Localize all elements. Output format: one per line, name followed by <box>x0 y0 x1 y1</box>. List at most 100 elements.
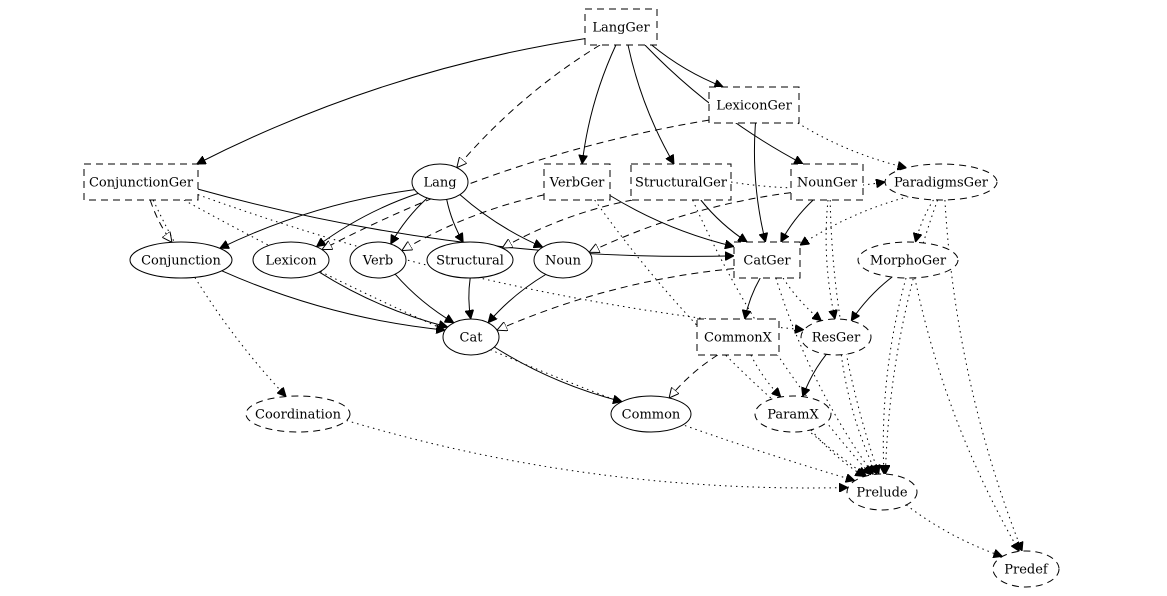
node-label-noun: Noun <box>545 254 582 269</box>
node-label-structural: Structural <box>436 254 504 269</box>
node-shape-morpho-ger <box>857 241 959 279</box>
edge-noun-ger-to-noun <box>589 192 792 253</box>
node-label-coordination: Coordination <box>255 408 342 423</box>
node-verb: Verb <box>349 241 407 279</box>
node-label-common: Common <box>622 408 681 423</box>
edge-conjunction-ger-to-prelude <box>183 199 855 481</box>
node-shape-common-x <box>696 318 780 356</box>
node-shape-conjunction-ger <box>83 163 199 201</box>
edge-structural-to-cat <box>469 277 471 319</box>
edge-lang-ger-to-lang <box>457 44 601 168</box>
edge-noun-to-cat <box>488 274 546 323</box>
node-shape-param-x <box>754 395 832 433</box>
edge-morpho-ger-to-predef <box>914 277 1020 552</box>
node-structural: Structural <box>426 241 514 279</box>
node-common: Common <box>610 395 692 433</box>
edge-lang-to-noun <box>459 194 543 248</box>
node-label-param-x: ParamX <box>767 408 819 423</box>
edge-lexicon-to-cat <box>318 271 448 327</box>
node-shape-noun <box>533 241 593 279</box>
node-lexicon-ger: LexiconGer <box>708 86 800 124</box>
node-conjunction: Conjunction <box>129 241 233 279</box>
edge-paradigms-ger-to-predef <box>944 199 1022 551</box>
node-label-res-ger: ResGer <box>812 331 861 346</box>
node-label-conjunction-ger: ConjunctionGer <box>89 176 194 191</box>
node-label-structural-ger: StructuralGer <box>635 176 728 191</box>
node-label-noun-ger: NounGer <box>797 176 858 191</box>
edge-conjunction-ger-to-coordination <box>152 199 286 397</box>
edge-lang-to-conjunction <box>220 189 415 249</box>
node-label-verb-ger: VerbGer <box>549 176 606 191</box>
node-verb-ger: VerbGer <box>543 163 611 201</box>
node-predef: Predef <box>992 550 1060 588</box>
edge-verb-ger-to-verb <box>402 194 545 251</box>
edge-param-x-to-prelude <box>810 429 864 477</box>
node-shape-verb-ger <box>543 163 611 201</box>
edge-morpho-ger-to-res-ger <box>851 276 893 321</box>
node-shape-predef <box>992 550 1060 588</box>
node-morpho-ger: MorphoGer <box>857 241 959 279</box>
edge-structural-ger-to-structural <box>502 199 633 248</box>
edge-morpho-ger-to-prelude <box>883 277 907 474</box>
edge-common-x-to-common <box>669 354 718 398</box>
node-shape-common <box>610 395 692 433</box>
node-common-x: CommonX <box>696 318 780 356</box>
node-prelude: Prelude <box>846 473 918 511</box>
node-shape-lexicon-ger <box>708 86 800 124</box>
edge-lang-to-structural <box>446 199 464 243</box>
node-conjunction-ger: ConjunctionGer <box>83 163 199 201</box>
node-label-common-x: CommonX <box>704 331 773 346</box>
node-shape-structural-ger <box>630 163 732 201</box>
edge-lang-ger-to-verb-ger <box>582 44 617 164</box>
edge-paradigms-ger-to-cat-ger <box>800 196 909 246</box>
node-cat: Cat <box>442 318 500 356</box>
node-shape-verb <box>349 241 407 279</box>
edge-paradigms-ger-to-prelude <box>885 199 939 474</box>
node-shape-noun-ger <box>790 163 864 201</box>
edge-lang-to-lexicon <box>317 192 419 246</box>
edge-res-ger-to-param-x <box>803 353 827 396</box>
node-lang: Lang <box>411 163 469 201</box>
node-label-predef: Predef <box>1004 563 1049 578</box>
edge-prelude-to-predef <box>905 504 1002 556</box>
node-label-lang-ger: LangGer <box>592 21 650 36</box>
edge-verb-to-cat <box>394 273 454 323</box>
edge-res-ger-to-prelude <box>840 354 876 474</box>
node-label-prelude: Prelude <box>856 486 908 501</box>
edge-verb-ger-to-prelude <box>594 199 867 476</box>
node-paradigms-ger: ParadigmsGer <box>884 163 998 201</box>
edge-cat-ger-to-prelude <box>775 277 874 475</box>
node-coordination: Coordination <box>245 395 351 433</box>
edge-conjunction-to-cat <box>221 270 445 330</box>
node-label-verb: Verb <box>362 254 393 269</box>
edge-structural-ger-to-cat-ger <box>700 199 747 242</box>
node-lexicon: Lexicon <box>252 241 330 279</box>
edge-lexicon-ger-to-cat-ger <box>753 122 765 242</box>
edge-cat-ger-to-common-x <box>745 277 761 319</box>
edge-common-x-to-param-x <box>750 354 781 397</box>
node-shape-conjunction <box>129 241 233 279</box>
edge-coordination-to-prelude <box>346 420 849 488</box>
edge-cat-ger-to-res-ger <box>782 277 821 321</box>
node-shape-lexicon <box>252 241 330 279</box>
node-shape-res-ger <box>800 318 872 356</box>
node-cat-ger: CatGer <box>733 241 801 279</box>
node-shape-structural <box>426 241 514 279</box>
edge-lang-ger-to-conjunction-ger <box>197 38 586 164</box>
node-label-morpho-ger: MorphoGer <box>870 254 947 269</box>
node-param-x: ParamX <box>754 395 832 433</box>
node-lang-ger: LangGer <box>584 8 658 46</box>
edge-lang-to-verb <box>391 197 428 244</box>
node-noun: Noun <box>533 241 593 279</box>
edge-cat-to-common <box>494 346 622 402</box>
edge-conjunction-ger-to-conjunction <box>149 199 172 242</box>
node-shape-cat <box>442 318 500 356</box>
node-shape-prelude <box>846 473 918 511</box>
edge-verb-ger-to-cat-ger <box>609 195 734 247</box>
node-label-cat-ger: CatGer <box>743 254 791 269</box>
node-res-ger: ResGer <box>800 318 872 356</box>
edge-cat-ger-to-cat <box>497 268 735 331</box>
node-shape-paradigms-ger <box>884 163 998 201</box>
node-label-cat: Cat <box>460 331 484 346</box>
edge-paradigms-ger-to-morpho-ger <box>916 199 934 242</box>
